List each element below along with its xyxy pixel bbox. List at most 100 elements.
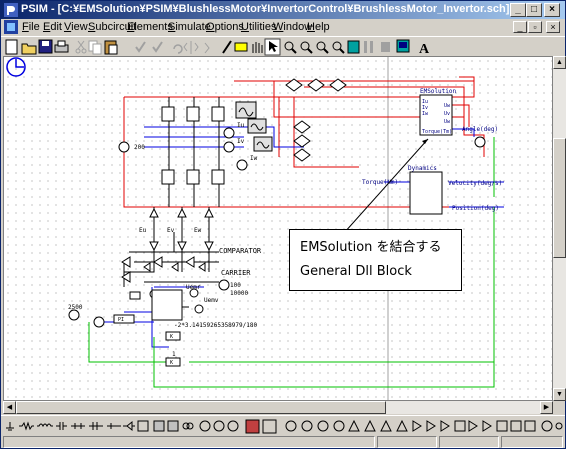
gain-icon[interactable] [440,420,450,432]
sw-icon[interactable] [213,420,225,432]
resistor-icon[interactable] [19,421,34,431]
igbt-icon[interactable] [167,420,179,432]
emsolution-block[interactable] [419,94,453,136]
stop-icon[interactable] [381,42,390,52]
paste-special-icon[interactable] [204,42,210,54]
thyristor-icon[interactable] [137,420,149,432]
ammeter-icon[interactable] [301,420,313,432]
horizontal-scroll-thumb[interactable] [16,401,386,414]
switch-icon[interactable] [199,420,211,432]
scope-icon[interactable] [348,419,360,432]
new-icon[interactable] [5,39,18,55]
zoom-in-icon[interactable] [284,41,297,54]
dynamics-block[interactable] [409,171,443,215]
schematic-canvas[interactable]: 200 Iu Iv Iw [3,56,553,401]
hold-icon[interactable] [510,420,522,432]
gating-icon[interactable] [454,420,466,432]
lc-icon[interactable] [107,423,121,429]
pause-icon[interactable] [364,41,373,53]
scroll-up-arrow-icon[interactable]: ▲ [553,56,566,69]
simview-icon[interactable] [396,39,410,53]
on-off-icon[interactable] [468,420,478,432]
voltmeter-icon[interactable] [285,420,297,432]
limiter-icon[interactable] [482,420,492,432]
isrc-icon[interactable] [262,419,277,434]
menu-simulate[interactable]: Simulate [168,21,211,33]
check-disabled-icon[interactable] [152,41,163,53]
run-icon[interactable] [347,40,360,54]
open-icon[interactable] [21,43,37,55]
vertical-scrollbar[interactable]: ▲ ▼ [553,56,566,401]
title-bar[interactable]: PSIM - [C:¥EMSolution¥PSIM¥BlushlessMoto… [1,1,565,19]
psim-app-icon[interactable] [4,3,18,17]
menu-subcircuit[interactable]: Subcircuit [88,21,136,33]
vertical-scroll-thumb[interactable] [553,138,566,258]
rl-icon[interactable] [71,423,85,429]
cut-icon[interactable] [75,40,87,54]
check-icon[interactable] [135,41,146,53]
menu-view-key: V [64,21,72,33]
menu-window-key: W [273,21,284,33]
horizontal-scrollbar[interactable]: ◀ ▶ [3,401,553,414]
dll-icon[interactable] [524,420,536,432]
vdc-icon[interactable] [227,420,239,432]
scroll-right-arrow-icon[interactable]: ▶ [540,401,553,414]
load-icon[interactable] [555,422,563,430]
maximize-button[interactable]: □ [526,3,542,17]
capacitor-icon[interactable] [56,422,67,430]
menu-help[interactable]: Help [307,21,330,33]
copy-icon[interactable] [88,40,102,55]
document-icon[interactable] [4,20,18,34]
current-probe-icon[interactable] [333,420,345,432]
mdi-restore-button[interactable]: ▫ [528,21,542,33]
menu-utilities[interactable]: Utilities [241,21,276,33]
pan-icon[interactable] [252,42,263,53]
menu-utilities-rest: tilities [248,21,277,33]
scroll-down-arrow-icon[interactable]: ▼ [553,388,566,401]
save-icon[interactable] [38,39,53,54]
mdi-minimize-button[interactable]: _ [513,21,527,33]
inductor-icon[interactable] [37,423,53,428]
toolbar: A [1,36,565,57]
wire-icon[interactable] [222,40,232,54]
comparators [121,256,195,283]
mirror-icon[interactable] [183,41,199,54]
filter-icon[interactable] [496,420,508,432]
minimize-button[interactable]: _ [510,3,526,17]
menu-view[interactable]: View [64,21,88,33]
rotate-icon[interactable] [173,44,183,54]
mosfet-icon[interactable] [153,420,165,432]
menu-options[interactable]: Options [206,21,244,33]
menu-edit[interactable]: Edit [43,21,62,33]
select-icon[interactable] [264,38,281,56]
diode-icon[interactable] [123,420,135,432]
summer-icon[interactable] [412,420,422,432]
zoom-out-icon[interactable] [300,41,313,54]
close-button[interactable]: × [544,3,560,17]
multiplier-icon[interactable] [426,420,436,432]
ground-icon[interactable] [6,422,14,431]
vsin-icon[interactable] [245,419,260,434]
schematic-drawing: 200 Iu Iv Iw [6,57,504,400]
comparator-icon[interactable] [364,419,376,432]
zoom-box-icon[interactable] [316,41,329,54]
paste-icon[interactable] [104,40,118,55]
probe-icon[interactable] [317,420,329,432]
zoom-fit-icon[interactable] [332,41,345,54]
text-icon[interactable]: A [419,42,430,57]
transformer-icon[interactable] [182,422,194,430]
label-icon[interactable] [234,42,248,52]
origin-marker-icon [6,57,26,77]
menu-window[interactable]: Window [273,21,312,33]
scroll-left-arrow-icon[interactable]: ◀ [3,401,16,414]
status-main-panel [3,436,375,448]
menu-file[interactable]: File [22,21,40,33]
print-icon[interactable] [54,40,69,53]
dynamics-label: Dynamics [408,165,437,172]
mdi-close-button[interactable]: × [546,21,560,33]
opamp-icon[interactable] [380,419,392,432]
menu-elements[interactable]: Elements [127,21,173,33]
motor-icon[interactable] [541,420,553,432]
rc-icon[interactable] [89,422,103,430]
pi-icon[interactable] [396,419,408,432]
